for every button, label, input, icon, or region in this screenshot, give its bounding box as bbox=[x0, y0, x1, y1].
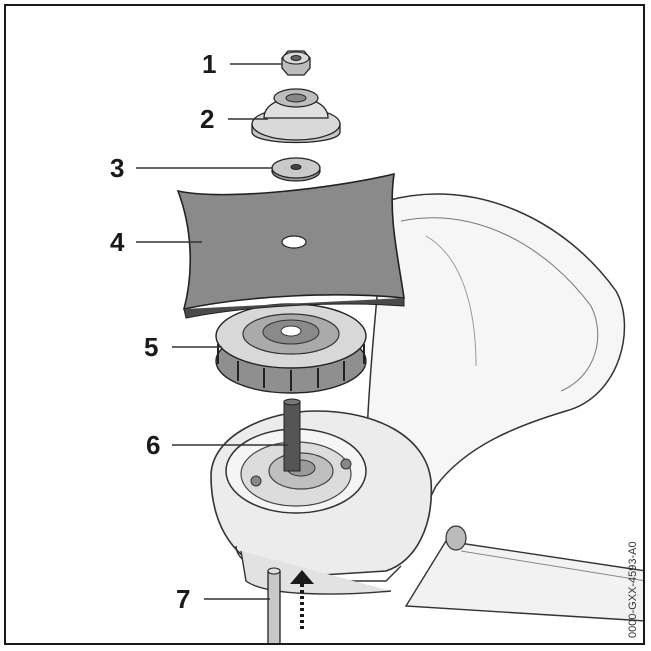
exploded-view-diagram: 1 2 3 4 5 6 7 0000-GXX-4593-A0 bbox=[110, 49, 643, 643]
callout-5: 5 bbox=[144, 332, 158, 362]
output-shaft bbox=[283, 398, 301, 472]
insertion-arrow-icon bbox=[290, 570, 314, 631]
reference-code: 0000-GXX-4593-A0 bbox=[627, 541, 639, 638]
callout-2: 2 bbox=[200, 104, 214, 134]
cutting-guard bbox=[365, 193, 626, 528]
thrust-sleeve bbox=[251, 88, 341, 144]
gear-housing bbox=[210, 410, 467, 595]
pressure-disc bbox=[271, 157, 321, 182]
callout-3: 3 bbox=[110, 153, 124, 183]
thrust-plate bbox=[215, 303, 367, 394]
diagram-frame: 1 2 3 4 5 6 7 0000-GXX-4593-A0 bbox=[4, 4, 645, 645]
callout-1: 1 bbox=[202, 49, 216, 79]
callout-4: 4 bbox=[110, 227, 125, 257]
callout-7: 7 bbox=[176, 584, 190, 614]
drive-shaft-tube bbox=[404, 540, 643, 622]
hex-nut bbox=[281, 50, 311, 76]
locking-pin bbox=[267, 567, 281, 643]
callout-6: 6 bbox=[146, 430, 160, 460]
cutting-blade bbox=[176, 172, 405, 319]
